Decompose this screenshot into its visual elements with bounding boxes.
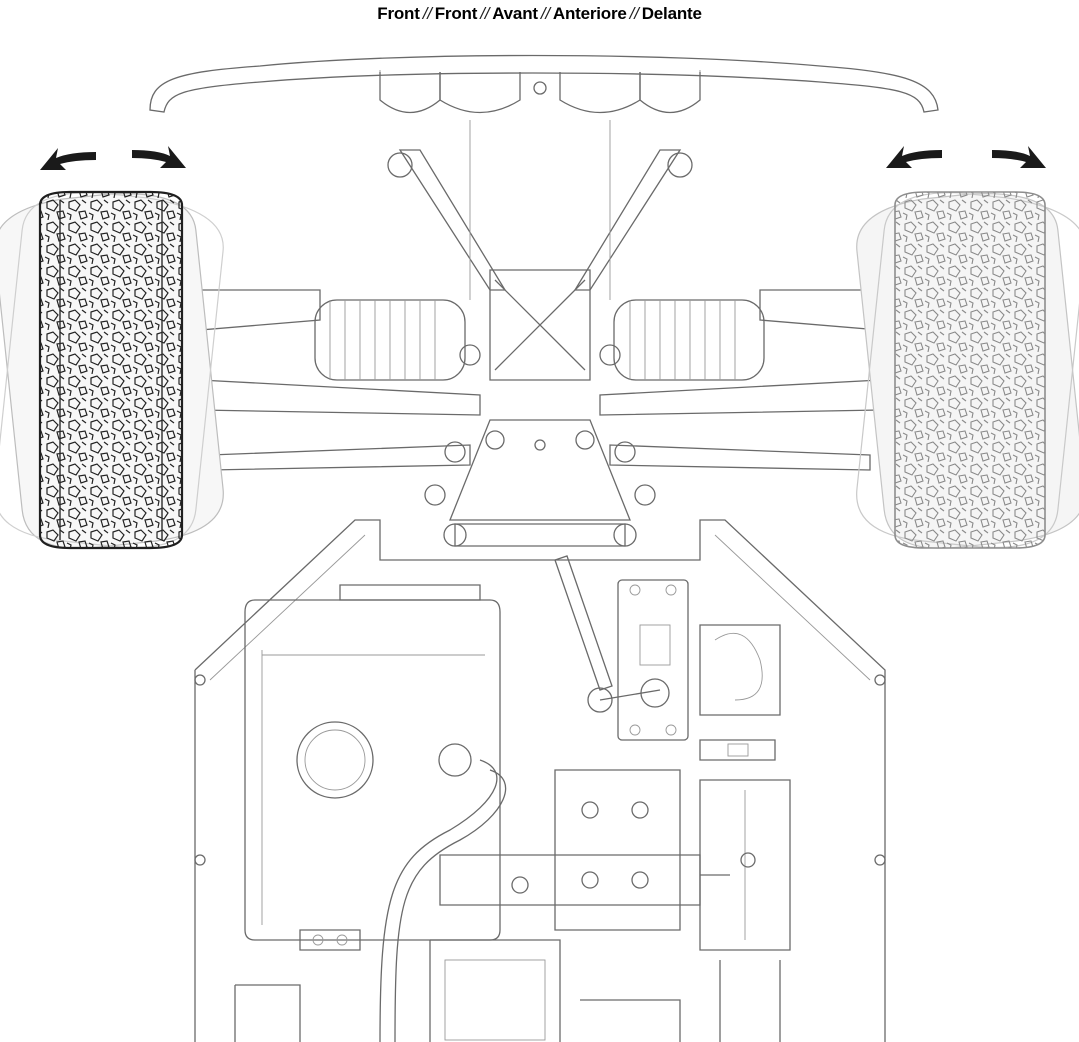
fuel-lines (379, 759, 507, 1042)
curved-arrow-icon (40, 146, 1046, 170)
heading-separator: // (422, 4, 432, 23)
left-shock (314, 299, 481, 381)
heading-term-es: Delante (641, 4, 702, 23)
heading-separator: // (629, 4, 639, 23)
steering-servo (617, 579, 689, 741)
heading-term-it: Anteriore (552, 4, 627, 23)
engine (234, 929, 681, 1042)
right-wheel (856, 191, 1079, 549)
heading-separator: // (480, 4, 490, 23)
front-brace (387, 120, 693, 381)
right-shock (599, 299, 765, 381)
bumper-mount (379, 72, 701, 114)
chassis-plate (194, 519, 886, 1042)
receiver-box (699, 624, 781, 761)
heading-term-de: Front (434, 4, 478, 23)
front-bumper (149, 54, 939, 113)
heading-term-en: Front (377, 4, 420, 23)
direction-heading: Front//Front//Avant//Anteriore//Delante (0, 4, 1079, 24)
steering-bulkhead (424, 419, 656, 547)
left-wheel (0, 190, 224, 550)
center-drivetrain (439, 769, 791, 1042)
fuel-tank (244, 584, 501, 941)
heading-term-fr: Avant (492, 4, 538, 23)
steering-linkage (554, 555, 661, 713)
heading-separator: // (540, 4, 550, 23)
